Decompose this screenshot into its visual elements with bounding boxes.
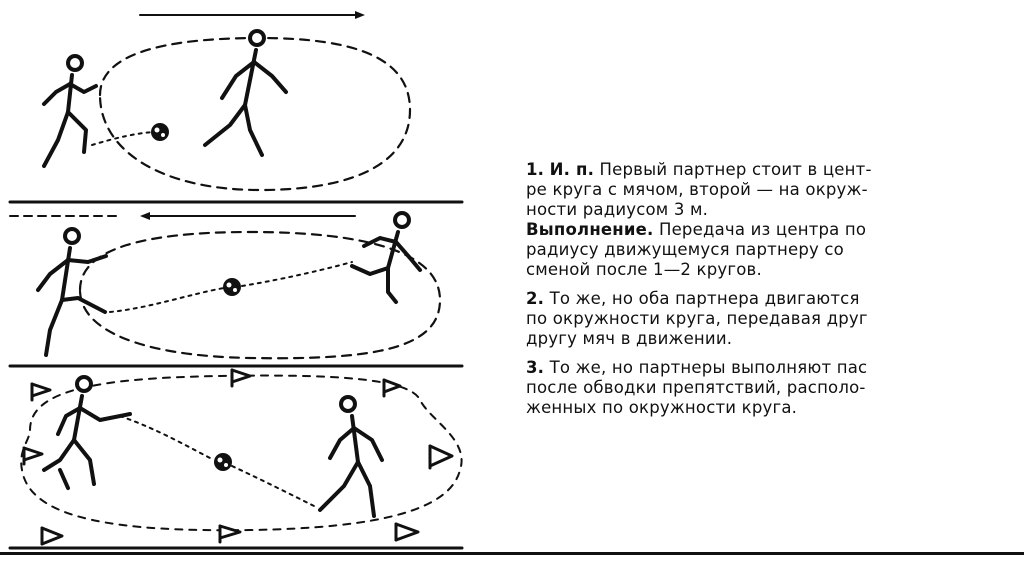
dashed-circle-path	[20, 374, 463, 532]
flag-icon	[30, 382, 52, 402]
pass-trajectory	[109, 287, 225, 313]
exercise-number: 1.	[526, 160, 545, 179]
runner-figure-icon	[42, 375, 132, 490]
exercise-number: 2.	[526, 289, 545, 308]
bottom-rule	[0, 552, 1024, 555]
arrowhead-icon	[140, 212, 150, 220]
pass-trajectory	[91, 131, 159, 146]
dashed-circle-path	[98, 36, 412, 192]
exercise-3: 3. То же, но партнеры выполняют пас посл…	[526, 358, 868, 417]
flag-icon	[40, 526, 64, 546]
kicker-figure-icon	[36, 227, 108, 357]
pass-trajectory	[119, 415, 215, 461]
ball-icon	[214, 453, 232, 471]
exercise-illustrations	[8, 11, 464, 550]
partner-figure-icon	[203, 29, 288, 157]
panel-1	[8, 11, 464, 204]
flag-icon	[382, 378, 402, 398]
exercise-2: 2. То же, но оба партнера двигаются по о…	[526, 289, 868, 348]
runner-figure-icon	[350, 211, 422, 304]
flag-icon	[22, 446, 44, 466]
kicker-figure-icon	[318, 395, 384, 518]
panel-2	[8, 211, 464, 368]
runner-figure-icon	[42, 54, 98, 168]
arrowhead-icon	[355, 11, 365, 19]
flag-icon	[218, 524, 242, 544]
dashed-circle-path	[78, 230, 442, 360]
flag-icon	[428, 444, 454, 470]
execution-label: Выполнение.	[526, 220, 654, 239]
exercise-description: 1. И. п. Первый партнер стоит в цент- ре…	[526, 160, 1012, 418]
exercise-1: 1. И. п. Первый партнер стоит в цент- ре…	[526, 160, 872, 279]
ball-icon	[223, 278, 241, 296]
flag-icon	[394, 522, 420, 542]
ball-icon	[151, 123, 169, 141]
panel-3	[8, 368, 464, 550]
exercise-lead: И. п.	[549, 160, 595, 179]
exercise-number: 3.	[526, 358, 545, 377]
flag-icon	[230, 368, 252, 388]
